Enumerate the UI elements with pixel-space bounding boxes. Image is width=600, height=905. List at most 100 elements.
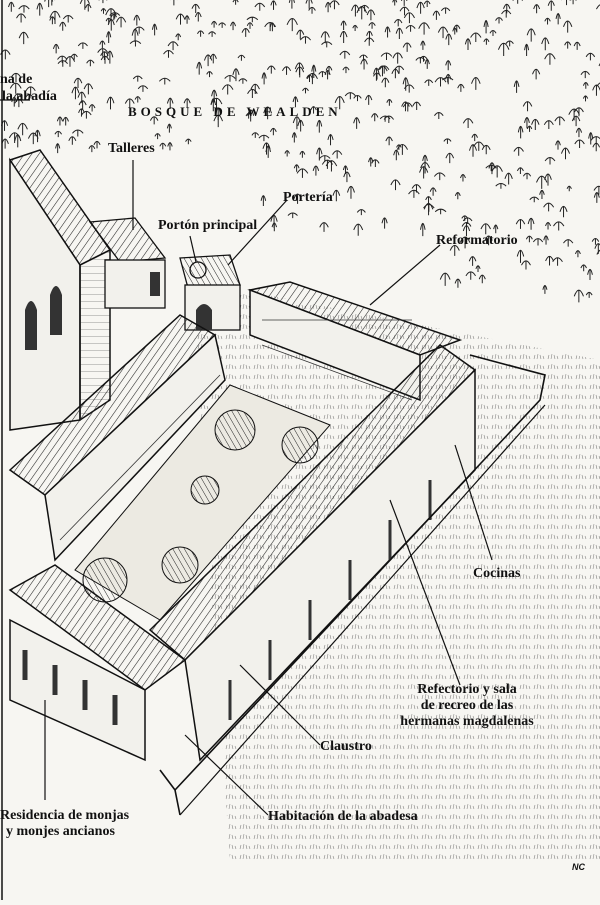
label-residence-line2: y monjes ancianos bbox=[6, 824, 115, 839]
tree-stroke bbox=[149, 116, 159, 125]
tree-stroke bbox=[57, 60, 68, 67]
tree-stroke bbox=[232, 68, 240, 82]
label-residence-line1: Residencia de monjas bbox=[0, 808, 130, 823]
tree-stroke bbox=[83, 83, 94, 95]
tree-stroke bbox=[575, 127, 583, 138]
tree-stroke bbox=[533, 4, 541, 14]
tree-stroke bbox=[359, 54, 368, 61]
tree-stroke bbox=[320, 31, 330, 44]
tree-stroke bbox=[471, 133, 478, 142]
tree-stroke bbox=[319, 222, 329, 232]
tree-stroke bbox=[293, 193, 302, 204]
tree-stroke bbox=[424, 58, 430, 69]
tree-stroke bbox=[489, 30, 497, 37]
tree-stroke bbox=[522, 172, 532, 180]
tree-stroke bbox=[68, 136, 77, 145]
tree-stroke bbox=[250, 83, 260, 95]
tree-stroke bbox=[8, 1, 15, 12]
tree-stroke bbox=[405, 24, 416, 32]
tree-stroke bbox=[360, 58, 368, 70]
tree-stroke bbox=[295, 66, 305, 78]
tree-stroke bbox=[460, 173, 466, 182]
tree-stroke bbox=[465, 271, 476, 280]
tree-stroke bbox=[308, 6, 316, 14]
tree-stroke bbox=[445, 73, 452, 85]
tree-stroke bbox=[371, 113, 379, 122]
tree-stroke bbox=[568, 108, 580, 121]
tree-stroke bbox=[270, 0, 277, 10]
tree-stroke bbox=[166, 97, 174, 109]
tree-stroke bbox=[532, 238, 544, 246]
tree-stroke bbox=[327, 133, 334, 146]
tree-stroke bbox=[464, 38, 472, 51]
tree-stroke bbox=[394, 19, 403, 27]
tree-stroke bbox=[93, 140, 101, 149]
tree-stroke bbox=[10, 72, 22, 83]
tree-stroke bbox=[49, 16, 56, 25]
map-title: BOSQUE DE WEALDEN bbox=[128, 104, 342, 119]
tree-stroke bbox=[552, 257, 563, 266]
tree-stroke bbox=[17, 122, 28, 136]
tree-stroke bbox=[380, 52, 393, 60]
tree-stroke bbox=[501, 9, 512, 18]
tree-stroke bbox=[561, 0, 572, 6]
tree-stroke bbox=[332, 189, 341, 202]
tree-stroke bbox=[547, 0, 555, 11]
leader-lines bbox=[0, 99, 493, 816]
tree-stroke bbox=[305, 0, 313, 9]
tree-stroke bbox=[594, 243, 600, 254]
tree-stroke bbox=[563, 239, 574, 247]
tree-stroke bbox=[423, 0, 431, 8]
tree-stroke bbox=[497, 42, 510, 57]
tree-stroke bbox=[504, 172, 513, 185]
tree-stroke bbox=[416, 1, 425, 14]
tree-stroke bbox=[306, 74, 313, 83]
tree-stroke bbox=[55, 143, 61, 154]
tree-stroke bbox=[36, 2, 44, 16]
tree-stroke bbox=[580, 264, 587, 272]
tree-stroke bbox=[386, 99, 393, 106]
tree-stroke bbox=[566, 185, 572, 192]
tree-stroke bbox=[473, 141, 485, 151]
tree-stroke bbox=[321, 41, 333, 48]
tree-stroke bbox=[293, 164, 300, 172]
tree-stroke bbox=[27, 132, 39, 145]
tree-stroke bbox=[543, 120, 554, 129]
tree-stroke bbox=[52, 43, 60, 54]
tree-stroke bbox=[559, 205, 568, 218]
tree-stroke bbox=[544, 157, 556, 165]
tree-stroke bbox=[25, 86, 36, 95]
tree-stroke bbox=[524, 116, 530, 129]
tree-stroke bbox=[296, 168, 309, 178]
tree-stroke bbox=[571, 115, 581, 127]
tree-stroke bbox=[574, 250, 581, 258]
tree-stroke bbox=[592, 84, 600, 96]
tree-stroke bbox=[544, 53, 556, 65]
tree-stroke bbox=[316, 147, 323, 161]
tree-stroke bbox=[264, 22, 277, 32]
tree-stroke bbox=[392, 0, 398, 6]
tree-stroke bbox=[351, 4, 360, 17]
tree-stroke bbox=[258, 134, 270, 142]
tree-stroke bbox=[403, 12, 415, 24]
workshops-building bbox=[88, 217, 241, 331]
tree-stroke bbox=[325, 1, 332, 13]
tree-stroke bbox=[215, 107, 221, 121]
tree-stroke bbox=[373, 72, 381, 80]
tree-stroke bbox=[587, 268, 593, 281]
tree-stroke bbox=[339, 50, 351, 59]
tree-stroke bbox=[196, 61, 203, 75]
tree-stroke bbox=[495, 182, 507, 189]
tree-stroke bbox=[526, 28, 536, 42]
tree-stroke bbox=[412, 101, 421, 110]
tree-stroke bbox=[516, 167, 524, 174]
tree-stroke bbox=[70, 53, 78, 60]
tree-stroke bbox=[306, 72, 318, 85]
tree-stroke bbox=[365, 94, 373, 105]
tree-stroke bbox=[310, 106, 317, 114]
tree-stroke bbox=[478, 274, 486, 284]
tree-stroke bbox=[468, 256, 477, 266]
tree-stroke bbox=[527, 217, 535, 230]
tree-stroke bbox=[536, 175, 548, 189]
tree-stroke bbox=[191, 3, 200, 13]
